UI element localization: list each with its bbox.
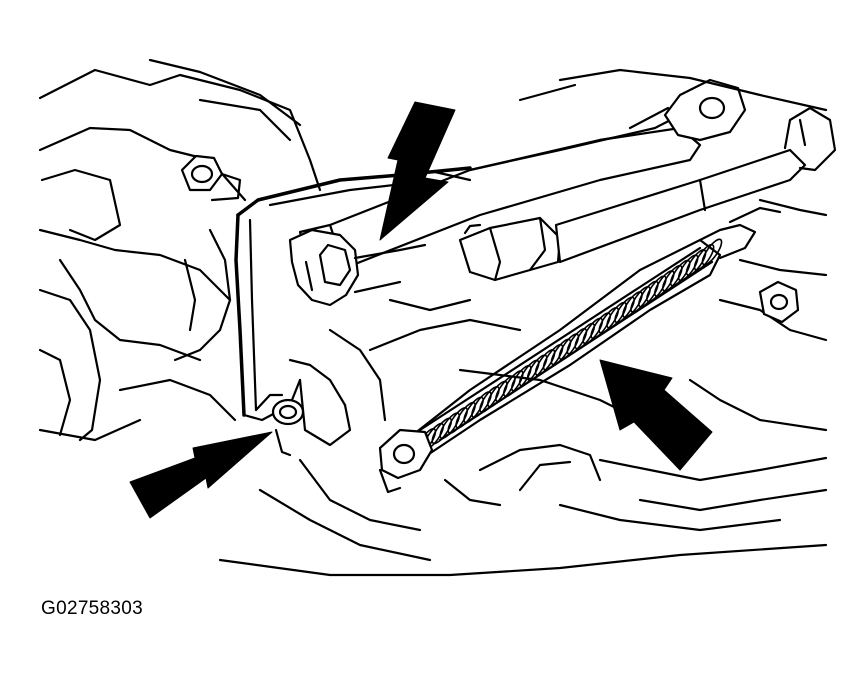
spring-coil xyxy=(558,333,580,361)
transmission-housing-outline xyxy=(38,58,322,442)
engine-outline-right xyxy=(518,68,828,432)
spring-coil xyxy=(526,354,548,382)
spring-coil xyxy=(542,343,564,371)
spring-coil xyxy=(701,238,723,266)
callout-arrow-lower-left xyxy=(129,431,273,519)
spring-coil xyxy=(677,254,699,282)
spring-coil xyxy=(630,285,651,313)
spring-coil xyxy=(455,401,476,429)
spring-coil xyxy=(439,412,461,440)
spring-coil xyxy=(638,280,659,308)
lower-housing-outline xyxy=(218,298,828,577)
bolt-upper-left xyxy=(180,154,242,202)
spring-coil xyxy=(487,380,508,408)
spring-coil xyxy=(431,417,453,445)
spring-coil xyxy=(479,385,500,413)
spring-end-clevis xyxy=(378,428,434,494)
spring-coil xyxy=(566,328,588,355)
figure-code: G02758303 xyxy=(41,598,144,619)
spring-coil xyxy=(574,322,596,350)
spring-coil xyxy=(534,349,556,376)
spring-coil xyxy=(550,338,572,366)
cable-coupler xyxy=(458,216,562,282)
spring-coil xyxy=(669,259,691,287)
callout-arrow-top xyxy=(379,101,456,241)
spring-coil xyxy=(614,296,635,324)
spring-coil xyxy=(510,364,532,392)
upper-right-connector xyxy=(628,78,747,142)
spring-coil xyxy=(590,312,612,340)
cable-end-fitting xyxy=(288,228,427,307)
spring-coil xyxy=(661,264,683,292)
spring-coil xyxy=(598,306,620,334)
bolt-right xyxy=(758,280,800,324)
spring-coil xyxy=(622,291,643,319)
spring-coil xyxy=(653,270,675,298)
spring-coil xyxy=(463,396,484,424)
callout-arrow-lower-right xyxy=(599,359,713,471)
spring-coil xyxy=(693,243,715,271)
spring-coil xyxy=(447,406,469,434)
spring-coil xyxy=(646,275,667,303)
spring-coil xyxy=(606,301,627,329)
brake-cable-rod xyxy=(554,106,837,264)
spring-coil xyxy=(502,370,524,398)
spring-coil xyxy=(582,317,604,345)
bracket-bolt xyxy=(271,398,305,457)
spring-coil xyxy=(471,391,492,419)
spring-coil xyxy=(518,359,540,387)
return-spring xyxy=(398,206,782,466)
spring-coil xyxy=(685,249,707,276)
